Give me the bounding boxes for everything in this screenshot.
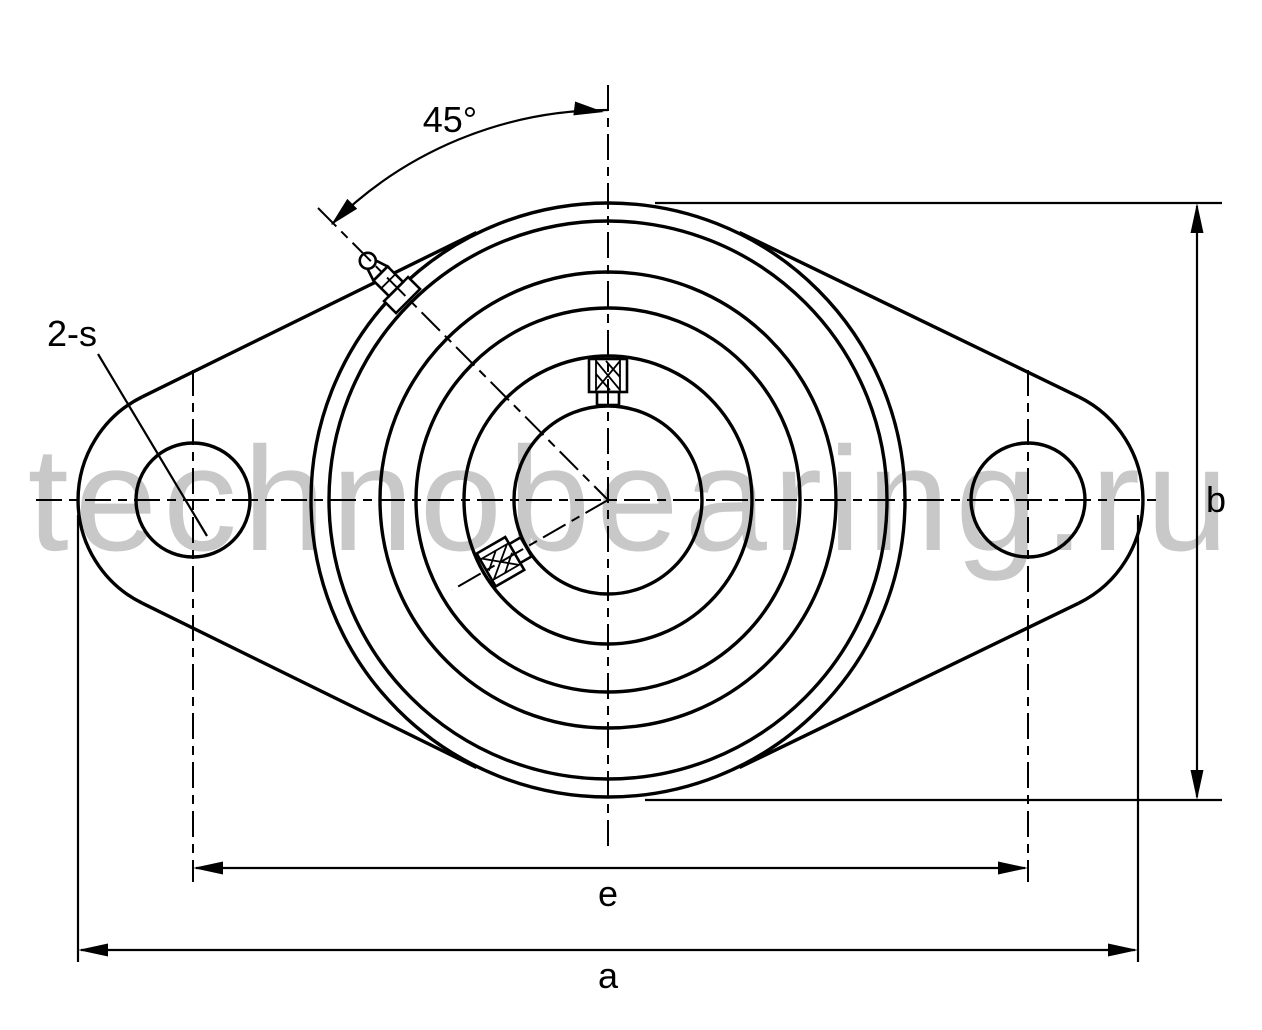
set-screw-lower-hatch bbox=[481, 543, 520, 580]
set-screw-lower-flanges bbox=[479, 542, 522, 582]
set-screw-top-hatch bbox=[595, 360, 621, 391]
centerlines bbox=[36, 85, 1158, 882]
dim-e-arrow-left-icon bbox=[193, 861, 223, 875]
tangent-bottom-left bbox=[141, 601, 478, 770]
dim-b-arrow-top-icon bbox=[1190, 203, 1204, 233]
dim-b-arrow-bottom-icon bbox=[1190, 770, 1204, 800]
grease-fitting bbox=[358, 251, 422, 315]
right-lobe-arc bbox=[1077, 395, 1145, 605]
bolt-hole-callout: 2-s bbox=[47, 313, 208, 537]
tangent-bottom-right bbox=[738, 601, 1080, 770]
left-lobe-arc bbox=[76, 395, 144, 605]
grease-fitting-detail-line bbox=[380, 273, 396, 289]
dim-a-arrow-left-icon bbox=[78, 943, 108, 957]
bolt-hole-leader-line bbox=[97, 353, 208, 537]
dim-b-label: b bbox=[1206, 479, 1226, 520]
angle-arc bbox=[331, 108, 609, 225]
bolt-hole-callout-label: 2-s bbox=[47, 313, 97, 354]
set-screw-top-flanges bbox=[595, 359, 621, 392]
tangent-top-left bbox=[141, 230, 478, 399]
angle-annotation: 45° bbox=[331, 99, 609, 225]
dim-e-arrow-right-icon bbox=[998, 861, 1028, 875]
dimension-a: a bbox=[76, 515, 1140, 996]
dim-e-label: e bbox=[598, 873, 618, 914]
dim-a-label: a bbox=[598, 955, 619, 996]
tangent-top-right bbox=[738, 230, 1080, 399]
grease-fitting-axis-centerline bbox=[317, 207, 609, 501]
dimension-e: e bbox=[193, 861, 1028, 914]
grease-fitting-ball-tip bbox=[358, 251, 378, 271]
angle-label: 45° bbox=[423, 99, 477, 140]
angle-arrow-right-icon bbox=[573, 101, 604, 116]
flange-outline bbox=[76, 230, 1145, 770]
set-screw-axis-centerline bbox=[451, 499, 609, 591]
dimension-b: b bbox=[645, 201, 1226, 802]
dim-a-arrow-right-icon bbox=[1108, 943, 1138, 957]
angle-arrow-left-icon bbox=[331, 198, 358, 225]
